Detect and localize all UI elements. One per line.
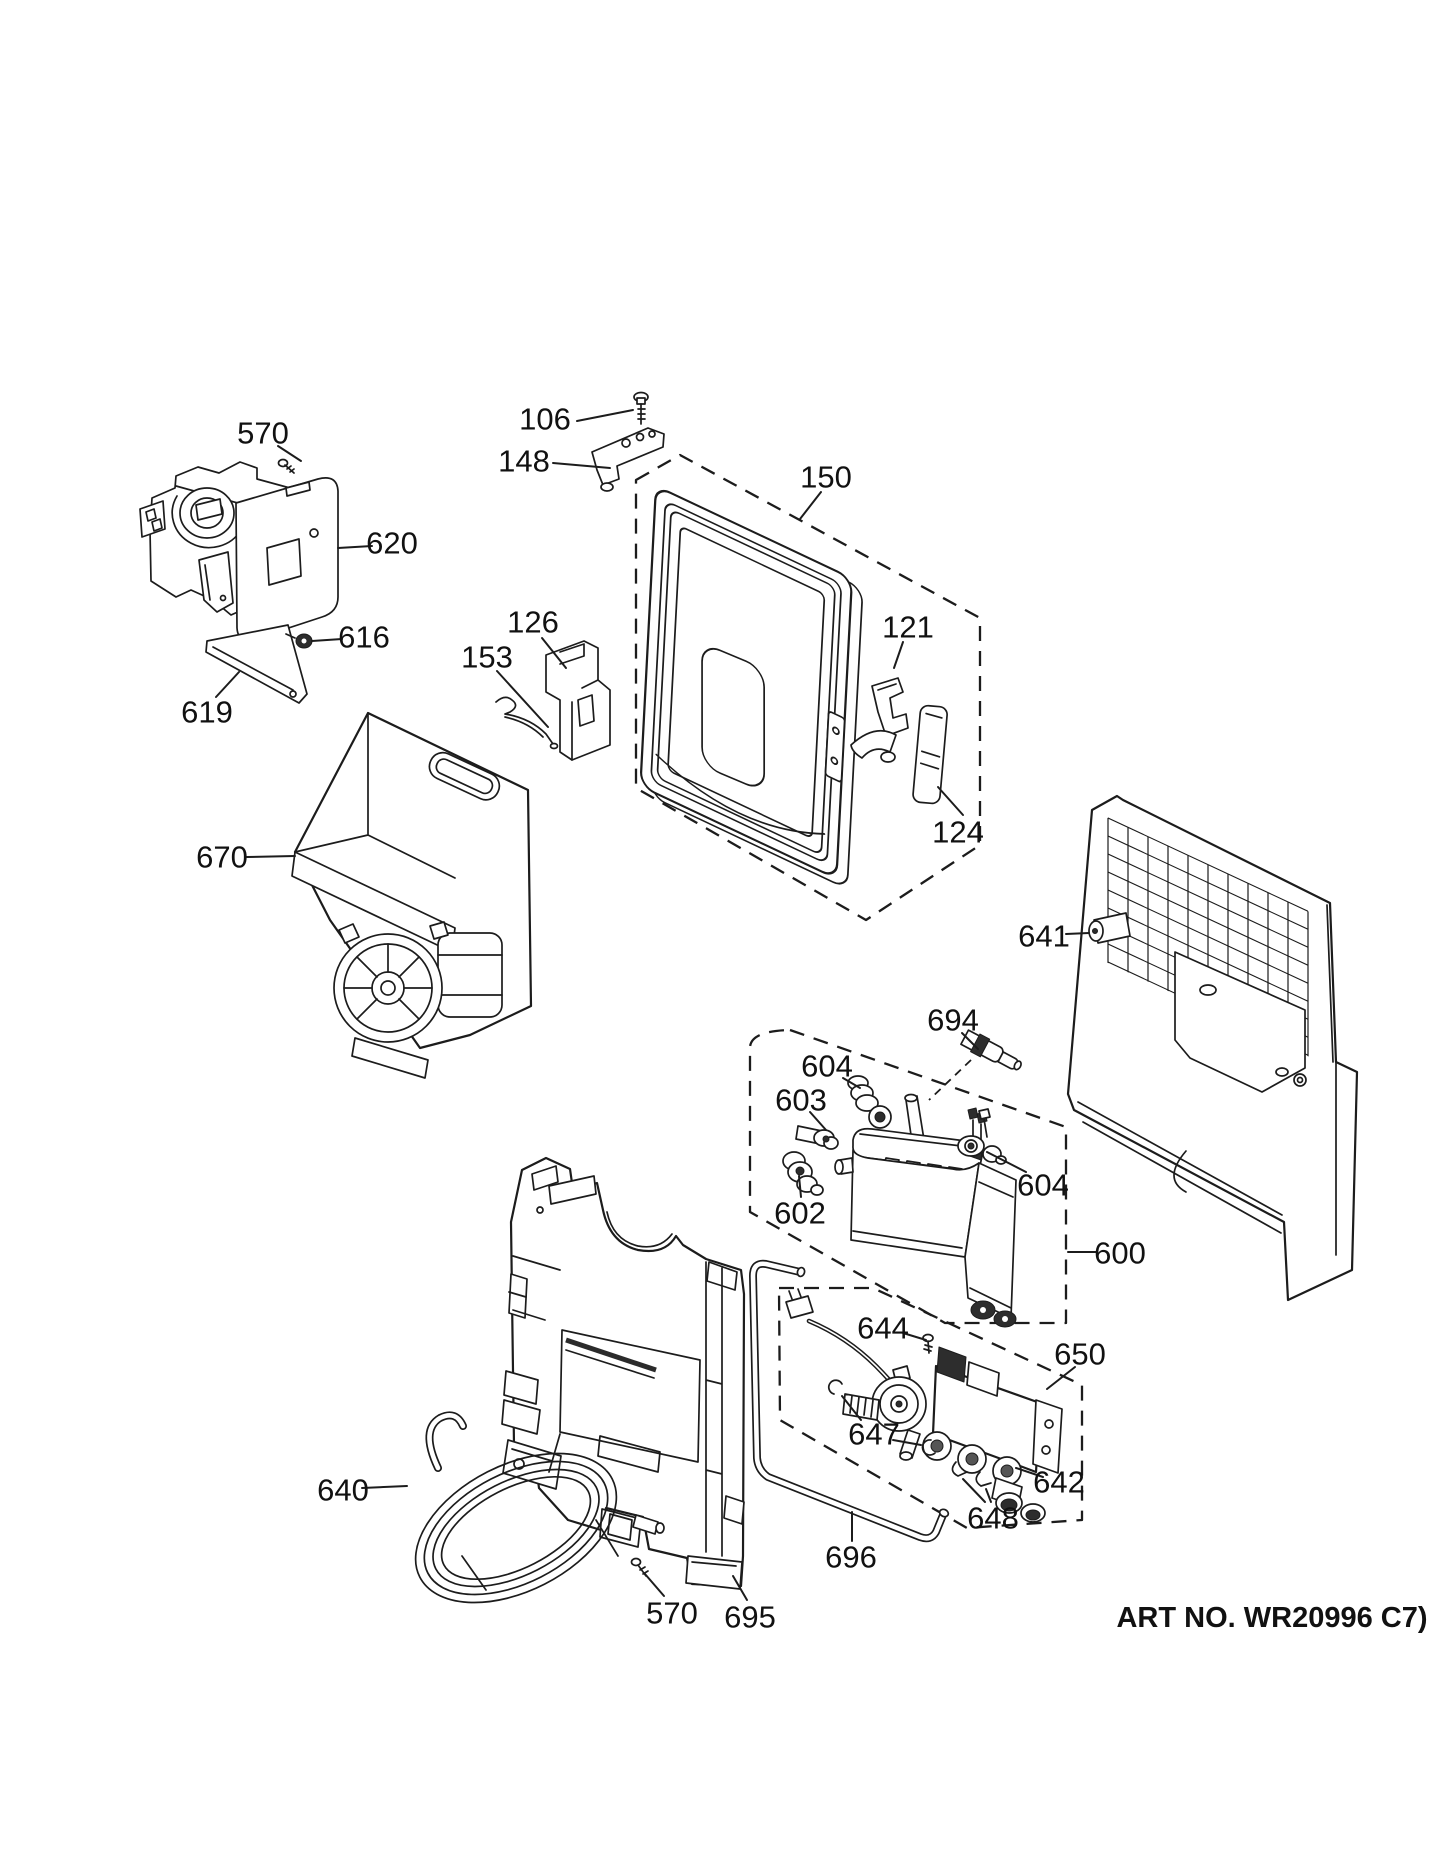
part-640-coil	[414, 1411, 665, 1604]
group-box-150-door	[634, 453, 982, 922]
callout-labels: 570 106 148 150 620 126 153 121 616 619 …	[181, 402, 1146, 1635]
part-602-fitting	[782, 1151, 824, 1196]
part-570-screw-top	[277, 458, 295, 474]
callout-570-bottom: 570	[646, 1596, 698, 1631]
group-box-600-tank	[748, 1028, 1068, 1325]
callout-641: 641	[1018, 919, 1070, 954]
callout-604-right: 604	[1017, 1168, 1069, 1203]
callout-602: 602	[774, 1196, 826, 1231]
part-616-grommet	[285, 633, 313, 649]
callout-153: 153	[461, 640, 513, 675]
callout-694: 694	[927, 1003, 979, 1038]
callout-121: 121	[882, 610, 934, 645]
part-121-latch	[850, 677, 909, 763]
callout-126: 126	[507, 605, 559, 640]
callout-619: 619	[181, 695, 233, 730]
callout-650: 650	[1054, 1337, 1106, 1372]
part-603-fitting	[795, 1125, 839, 1150]
art-number: ART NO. WR20996 C7)	[1116, 1602, 1427, 1634]
part-647-clips	[827, 1379, 936, 1456]
part-620-ice-maker	[139, 461, 339, 642]
part-106-screw	[633, 391, 649, 425]
part-650-valve-assembly	[785, 1288, 1063, 1523]
callout-600: 600	[1094, 1236, 1146, 1271]
part-600-tank-assembly	[834, 1059, 1017, 1328]
callout-648: 648	[967, 1501, 1019, 1536]
callout-647: 647	[848, 1417, 900, 1452]
callout-642: 642	[1033, 1465, 1085, 1500]
leader-lines	[215, 409, 1097, 1601]
part-150-door	[640, 489, 863, 885]
part-604-fitting-right	[957, 1108, 1007, 1165]
part-153-wire	[495, 696, 559, 750]
callout-620: 620	[366, 526, 418, 561]
callout-640: 640	[317, 1473, 369, 1508]
callout-603: 603	[775, 1083, 827, 1118]
part-670-fan-duct	[291, 711, 533, 1079]
part-124-latch-cover	[912, 704, 948, 805]
part-604-fitting-upper	[847, 1075, 892, 1129]
part-695-bracket	[501, 1156, 746, 1590]
callout-670: 670	[196, 840, 248, 875]
part-648-clips	[951, 1461, 992, 1487]
callout-695: 695	[724, 1600, 776, 1635]
part-644-screw	[922, 1333, 934, 1354]
callout-696: 696	[825, 1540, 877, 1575]
callout-150: 150	[800, 460, 852, 495]
callout-616: 616	[338, 620, 390, 655]
part-126-bracket	[545, 640, 611, 761]
part-696-tube	[748, 1259, 950, 1543]
callout-124: 124	[932, 815, 984, 850]
callout-148: 148	[498, 444, 550, 479]
part-148-bracket	[591, 427, 665, 492]
callout-106: 106	[519, 402, 571, 437]
callout-570-top: 570	[237, 416, 289, 451]
group-box-650-valve	[777, 1286, 1084, 1530]
part-694-fitting	[960, 1029, 1022, 1071]
part-641-panel	[1066, 794, 1359, 1302]
callout-644: 644	[857, 1311, 909, 1346]
callout-604-upper: 604	[801, 1049, 853, 1084]
part-619-cover	[205, 624, 308, 704]
